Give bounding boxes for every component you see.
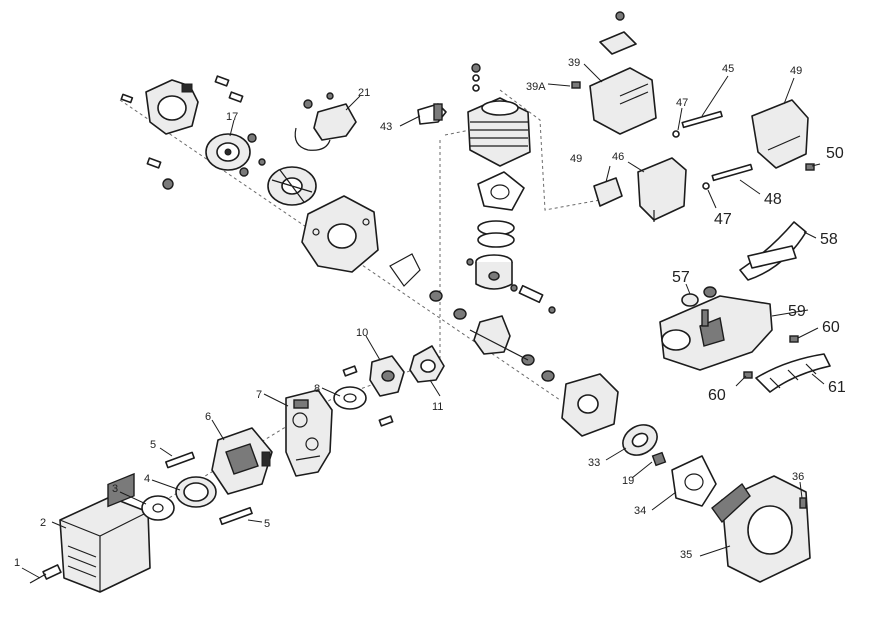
callout-45: 45: [722, 63, 734, 75]
part-58-strap: [739, 221, 807, 281]
callout-58: 58: [820, 231, 838, 248]
callout-49-muffler-cover: 49: [790, 65, 802, 77]
piston: [475, 254, 513, 290]
carb-screws: [342, 365, 394, 427]
callout-43: 43: [380, 121, 392, 133]
callout-50: 50: [826, 145, 844, 162]
part-7-carburetor: [285, 389, 333, 477]
part-34-gasket: [671, 455, 717, 507]
cylinder-gasket: [477, 171, 525, 211]
callout-39a: 39A: [526, 81, 546, 93]
recoil-starter-housing: [145, 79, 199, 135]
wrist-pin: [466, 258, 556, 314]
callout-61: 61: [828, 379, 846, 396]
part-60-screw-lower: [743, 371, 753, 379]
part-6-filter-base: [211, 427, 273, 495]
part-5-stud-upper: [165, 451, 195, 469]
part-19-nut: [651, 451, 667, 467]
part-60-screw-upper: [789, 335, 799, 343]
callout-57: 57: [672, 269, 690, 286]
callout-60-lower: 60: [708, 387, 726, 404]
callout-39: 39: [568, 57, 580, 69]
cylinder-top-hardware: [471, 63, 481, 92]
callout-33: 33: [588, 457, 600, 469]
crankcase-half-right: [561, 373, 619, 437]
part-50-screw: [805, 163, 815, 171]
callout-60-upper: 60: [822, 319, 840, 336]
part-35-clutch-housing: [711, 475, 811, 583]
assembly-axis-lines: [99, 89, 601, 541]
part-61-bracket: [755, 353, 831, 393]
part-3-filter-element: [141, 495, 175, 521]
callout-35: 35: [680, 549, 692, 561]
callout-10: 10: [356, 327, 368, 339]
part-5-stud-lower: [219, 506, 253, 526]
crankshaft: [469, 315, 529, 361]
part-48-bolt: [711, 163, 753, 182]
cylinder: [467, 97, 531, 167]
part-4-filter-ring: [175, 476, 217, 508]
starter-screws: [120, 75, 266, 190]
part-17-flywheel: [205, 133, 251, 171]
callout-2: 2: [40, 517, 46, 529]
part-36-screw: [799, 497, 807, 509]
leader-lines: [21, 63, 825, 579]
part-57-cap: [681, 286, 717, 307]
part-10-intake-manifold: [369, 355, 405, 397]
part-46-muffler: [637, 157, 687, 222]
part-2-air-filter-cover: [59, 472, 151, 593]
callout-59: 59: [788, 303, 806, 320]
callout-46: 46: [612, 151, 624, 163]
part-49-spark-guard: [593, 177, 623, 207]
callout-1: 1: [14, 557, 20, 569]
crankcase-half-left: [301, 195, 379, 273]
callout-4: 4: [144, 473, 150, 485]
callout-3: 3: [112, 483, 118, 495]
callout-49-spark-guard: 49: [570, 153, 582, 165]
part-1-screw: [29, 564, 62, 584]
part-47-washer-lower: [702, 182, 710, 190]
callout-17: 17: [226, 111, 238, 123]
callout-6: 6: [205, 411, 211, 423]
part-39a-screw: [571, 81, 581, 89]
callout-36: 36: [792, 471, 804, 483]
part-11-insulator: [409, 345, 445, 383]
callout-19: 19: [622, 475, 634, 487]
callout-8: 8: [314, 383, 320, 395]
part-59-fuel-tank: [659, 295, 773, 371]
wire-bracket: [389, 253, 421, 287]
part-49-muffler-cover: [751, 99, 809, 169]
callout-7: 7: [256, 389, 262, 401]
part-21-ignition-coil: [294, 92, 357, 151]
callout-5-upper: 5: [150, 439, 156, 451]
callout-47-lower: 47: [714, 211, 732, 228]
part-8-gasket: [333, 386, 367, 410]
callout-21: 21: [358, 87, 370, 99]
part-47-washer-upper: [672, 130, 680, 138]
callout-48-lower: 48: [764, 191, 782, 208]
callout-5-lower: 5: [264, 518, 270, 530]
part-45-bolt: [681, 110, 723, 129]
callout-labels: 1 2 3 4 5 5 6 7 8 10 11 17 21 43 39A 39 …: [14, 57, 846, 569]
piston-rings: [477, 220, 515, 248]
callout-11: 11: [432, 401, 443, 413]
part-43-spark-plug: [417, 103, 447, 125]
callout-34: 34: [634, 505, 646, 517]
part-39-engine-cover: [589, 67, 657, 135]
part-39-cover-top-cap: [599, 11, 637, 55]
callout-47-upper: 47: [676, 97, 688, 109]
cooling-fan: [267, 166, 317, 206]
